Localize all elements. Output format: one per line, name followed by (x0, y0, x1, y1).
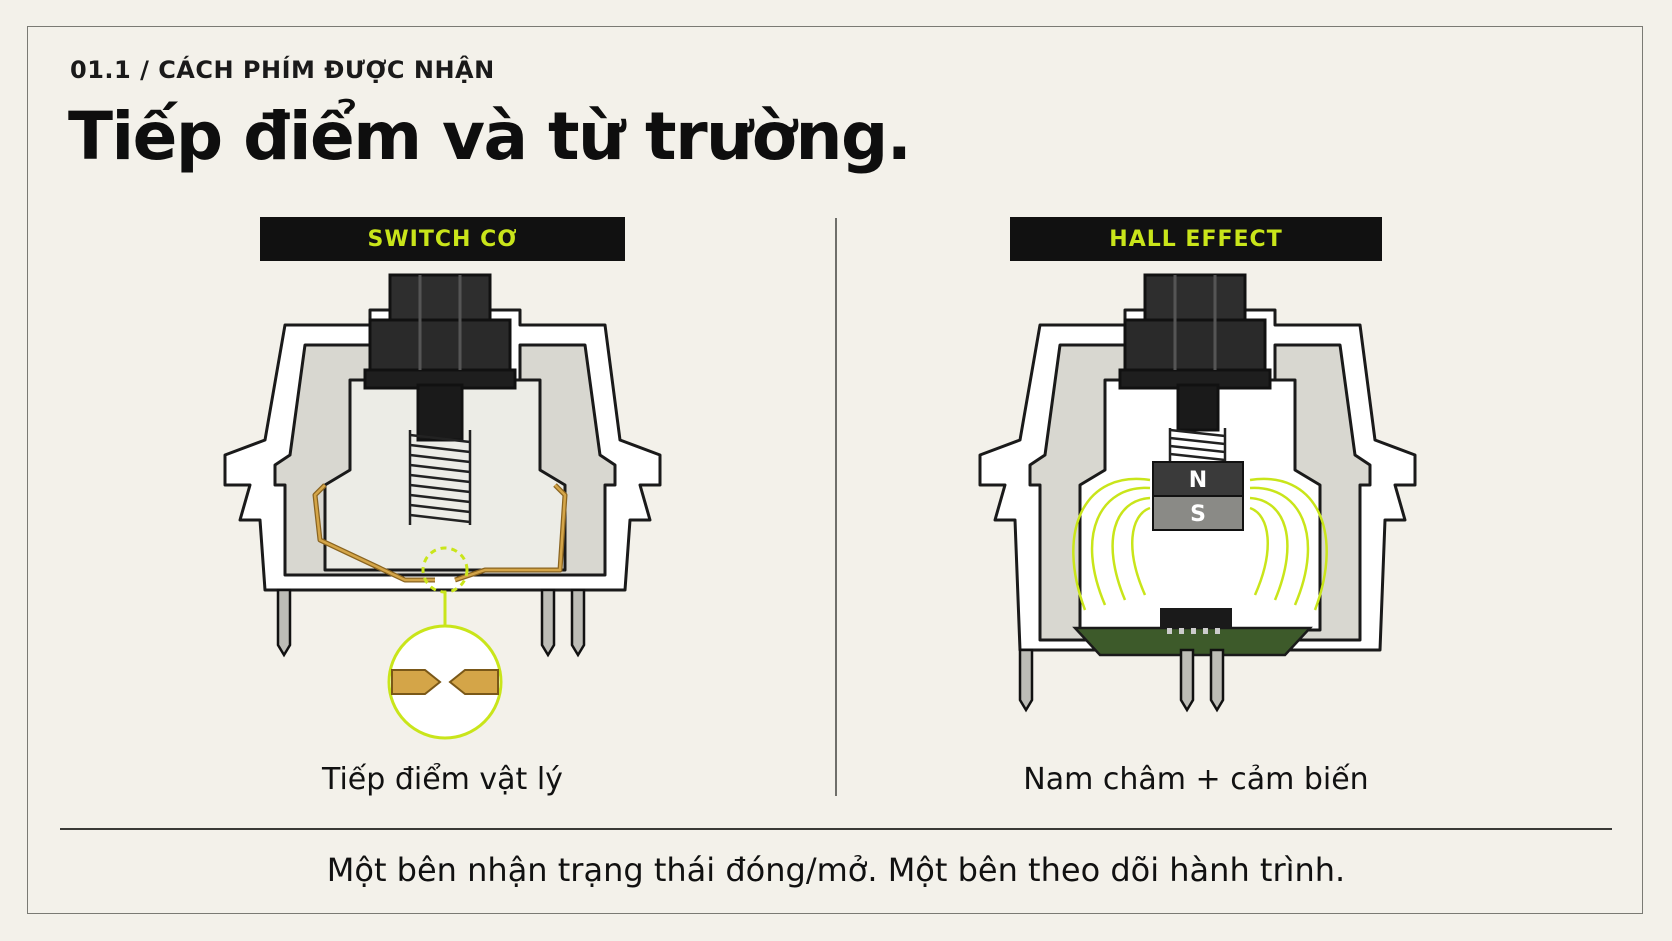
mechanical-switch-diagram (223, 273, 662, 740)
hall-switch-stem (1118, 273, 1272, 432)
page-title: Tiếp điểm và từ trường. (68, 98, 912, 175)
left-panel-label: SWITCH CƠ (260, 217, 625, 261)
hall-sensor-chip (1160, 608, 1232, 634)
switch-stem (363, 273, 517, 442)
section-eyebrow: 01.1 / CÁCH PHÍM ĐƯỢC NHẬN (70, 56, 495, 84)
switch-pins (276, 588, 586, 658)
magnet-south-label: S (1190, 502, 1206, 527)
left-panel-caption: Tiếp điểm vật lý (322, 762, 563, 797)
slide-frame (27, 26, 1643, 914)
magnetic-field-lines (1072, 477, 1328, 611)
magnet (1152, 461, 1244, 531)
panel-divider (835, 218, 837, 796)
magnet-north-label: N (1189, 468, 1207, 493)
switch-spring (408, 430, 472, 525)
footer-summary: Một bên nhận trạng thái đóng/mở. Một bên… (326, 851, 1346, 889)
hall-effect-switch-diagram: N S (978, 273, 1417, 713)
right-panel-caption: Nam châm + cảm biến (1023, 762, 1369, 797)
contact-zoom-view (387, 624, 503, 740)
hall-switch-pins (1018, 648, 1225, 713)
hall-switch-spring (1168, 428, 1227, 462)
footer-divider (60, 828, 1612, 830)
right-panel-label: HALL EFFECT (1010, 217, 1382, 261)
